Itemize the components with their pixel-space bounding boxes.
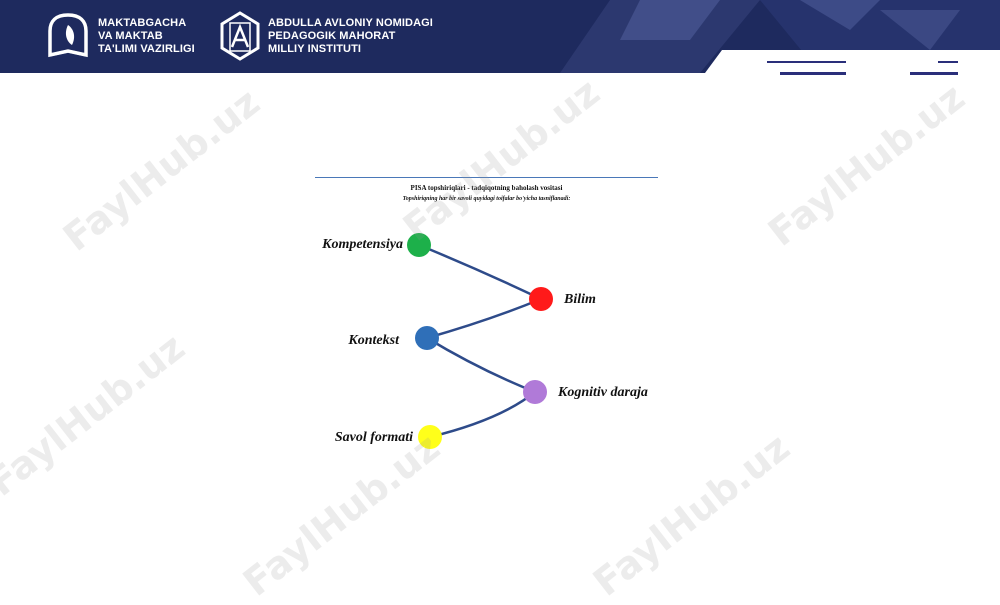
ministry-logo-line-3: TA'LIMI VAZIRLIGI <box>98 42 195 55</box>
ministry-logo-line-2: VA MAKTAB <box>98 29 163 42</box>
accent-line-3 <box>938 61 958 63</box>
node-label-kontekst: Kontekst <box>347 333 400 348</box>
slide-subtitle: PISA topshiriqlari - tadqiqotning bahola… <box>410 184 563 192</box>
node-kognitiv-daraja <box>523 380 547 404</box>
slide-caption: Topshiriqning har bir savoli quyidagi to… <box>402 196 571 202</box>
node-label-bilim: Bilim <box>563 292 596 307</box>
header-banner: MAKTABGACHA VA MAKTAB TA'LIMI VAZIRLIGI … <box>0 0 1000 73</box>
ministry-logo: MAKTABGACHA VA MAKTAB TA'LIMI VAZIRLIGI <box>46 11 195 61</box>
node-bilim <box>529 287 553 311</box>
ministry-logo-line-1: MAKTABGACHA <box>98 16 187 29</box>
node-label-kompetensiya: Kompetensiya <box>321 237 403 252</box>
book-leaf-icon <box>48 13 88 58</box>
node-kontekst <box>415 326 439 350</box>
title-rule <box>315 177 658 178</box>
header-accent-lines <box>767 61 958 75</box>
node-kompetensiya <box>407 233 431 257</box>
hexagon-icon <box>220 11 260 61</box>
accent-line-1 <box>767 61 846 63</box>
node-label-savol-formati: Savol formati <box>335 430 413 445</box>
accent-line-4 <box>910 72 958 75</box>
institute-logo-line-1: ABDULLA AVLONIY NOMIDAGI <box>268 16 433 29</box>
accent-line-2 <box>780 72 846 75</box>
header-white-cut <box>705 50 1000 73</box>
institute-logo: ABDULLA AVLONIY NOMIDAGI PEDAGOGIK MAHOR… <box>220 11 433 61</box>
institute-logo-line-2: PEDAGOGIK MAHORAT <box>268 29 396 42</box>
node-savol-formati <box>418 425 442 449</box>
institute-logo-line-3: MILLIY INSTITUTI <box>268 42 362 55</box>
node-label-kognitiv-daraja: Kognitiv daraja <box>557 385 648 400</box>
